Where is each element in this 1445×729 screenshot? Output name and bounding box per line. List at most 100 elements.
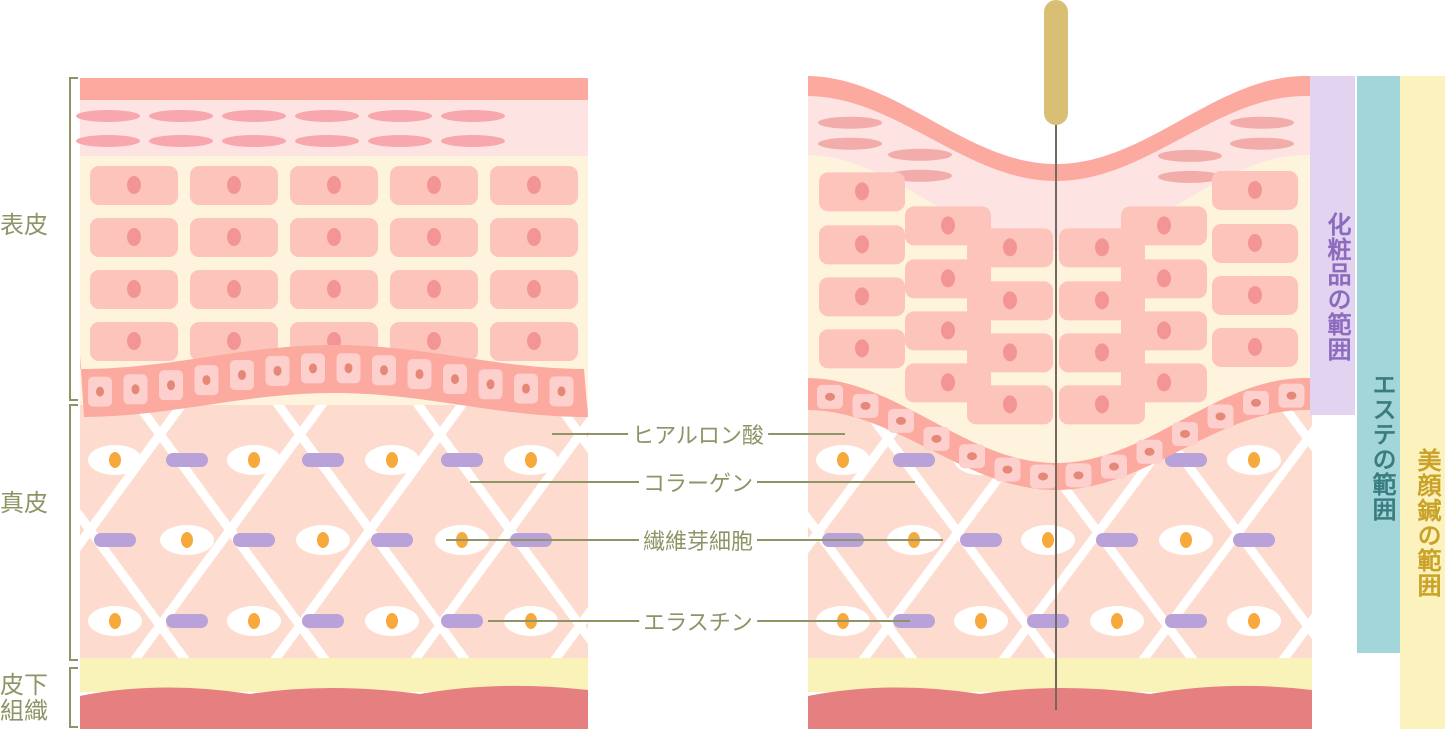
flat-cell	[1230, 116, 1294, 129]
fibroblast	[302, 614, 344, 628]
fibroblast	[233, 533, 275, 547]
flat-cell	[1158, 170, 1222, 183]
collagen-fiber	[0, 380, 60, 680]
hyaluronic-nucleus	[525, 452, 537, 468]
basal-layer-left	[80, 345, 588, 417]
collagen-fiber	[549, 606, 588, 660]
hyaluronic-nucleus	[1042, 532, 1054, 548]
cell-nucleus	[427, 332, 441, 350]
cell-nucleus	[1095, 238, 1109, 257]
fibroblast	[1165, 453, 1207, 467]
basal-nucleus	[1073, 471, 1084, 480]
collagen-fiber	[0, 380, 60, 680]
basal-nucleus	[1109, 462, 1119, 471]
range-facial-acupuncture: 美顔鍼の範囲	[1400, 76, 1445, 729]
fibroblast	[1233, 533, 1275, 547]
bracket-subcutis	[69, 667, 78, 728]
cell-nucleus	[527, 176, 541, 194]
flat-cell	[368, 135, 432, 147]
bracket-epidermis	[69, 77, 78, 401]
fibroblast	[1027, 614, 1069, 628]
cell-nucleus	[1095, 343, 1109, 362]
fibroblast	[166, 614, 208, 628]
collagen-fiber	[1277, 613, 1312, 660]
basal-nucleus	[1144, 447, 1155, 456]
cell-nucleus	[1157, 216, 1171, 235]
cell-nucleus	[127, 176, 141, 194]
basal-nucleus	[1038, 472, 1048, 481]
cell-nucleus	[941, 216, 955, 235]
muscle-layer-left	[80, 685, 588, 729]
cell-nucleus	[855, 235, 869, 254]
cell-nucleus	[527, 332, 541, 350]
basal-nucleus	[825, 392, 835, 401]
cell-nucleus	[327, 176, 341, 194]
flat-cell	[818, 137, 882, 150]
fibroblast	[371, 533, 413, 547]
flat-cell	[222, 110, 286, 122]
basal-nucleus	[1215, 412, 1226, 421]
cell-nucleus	[1003, 395, 1017, 414]
collagen-fiber	[0, 385, 88, 680]
fibroblast	[1165, 614, 1207, 628]
basal-nucleus	[967, 452, 977, 461]
basal-nucleus	[896, 416, 906, 425]
cell-nucleus	[327, 228, 341, 246]
cell-nucleus	[855, 287, 869, 306]
hyaluronic-nucleus	[1248, 452, 1260, 468]
basal-nucleus	[273, 365, 282, 376]
hyaluronic-nucleus	[109, 452, 121, 468]
flat-cell	[76, 135, 140, 147]
flat-cell	[888, 148, 952, 161]
hyaluronic-nucleus	[248, 452, 260, 468]
basal-nucleus	[1180, 429, 1190, 438]
label-dermis: 真皮	[0, 489, 48, 517]
cell-nucleus	[427, 280, 441, 298]
basal-layer-right	[808, 378, 1312, 490]
collagen-lattice	[0, 380, 588, 680]
hyaluronic-nucleus	[317, 532, 329, 548]
hyaluronic-nucleus	[386, 452, 398, 468]
label-fibroblast: 繊維芽細胞	[638, 524, 758, 556]
cell-nucleus	[127, 332, 141, 350]
basal-nucleus	[451, 374, 459, 385]
basal-nucleus	[131, 384, 140, 395]
cell-nucleus	[127, 280, 141, 298]
cell-nucleus	[855, 182, 869, 201]
basal-nucleus	[96, 386, 104, 397]
muscle-layer-right	[808, 685, 1312, 729]
cell-nucleus	[227, 332, 241, 350]
cell-nucleus	[227, 176, 241, 194]
cell-nucleus	[941, 373, 955, 392]
collagen-fiber	[409, 416, 588, 660]
flat-cell	[441, 110, 505, 122]
basal-nucleus	[557, 386, 566, 397]
cell-nucleus	[327, 280, 341, 298]
flat-cell	[818, 116, 882, 129]
label-collagen: コラーゲン	[638, 466, 758, 498]
cell-nucleus	[855, 339, 869, 358]
cell-nucleus	[1095, 291, 1109, 310]
collagen-fiber	[80, 400, 191, 552]
hyaluronic-nucleus	[975, 613, 987, 629]
basal-nucleus	[167, 380, 175, 391]
collagen-fiber	[808, 405, 919, 554]
label-elastin: エラスチン	[639, 605, 757, 637]
cell-nucleus	[1157, 269, 1171, 288]
collagen-fiber	[1137, 425, 1312, 660]
collagen-fiber	[549, 400, 588, 454]
hyaluronic-nucleus	[1248, 613, 1260, 629]
basal-nucleus	[238, 369, 246, 380]
stratum-corneum-left	[80, 78, 588, 100]
cell-nucleus	[1003, 238, 1017, 257]
fibroblast	[893, 614, 935, 628]
basal-nucleus	[522, 383, 530, 394]
hyaluronic-nucleus	[1111, 613, 1123, 629]
basal-nucleus	[1286, 391, 1297, 400]
cell-nucleus	[1157, 373, 1171, 392]
cell-nucleus	[941, 321, 955, 340]
fibroblast	[960, 533, 1002, 547]
basal-nucleus	[486, 379, 495, 390]
hyaluronic-nucleus	[837, 452, 849, 468]
